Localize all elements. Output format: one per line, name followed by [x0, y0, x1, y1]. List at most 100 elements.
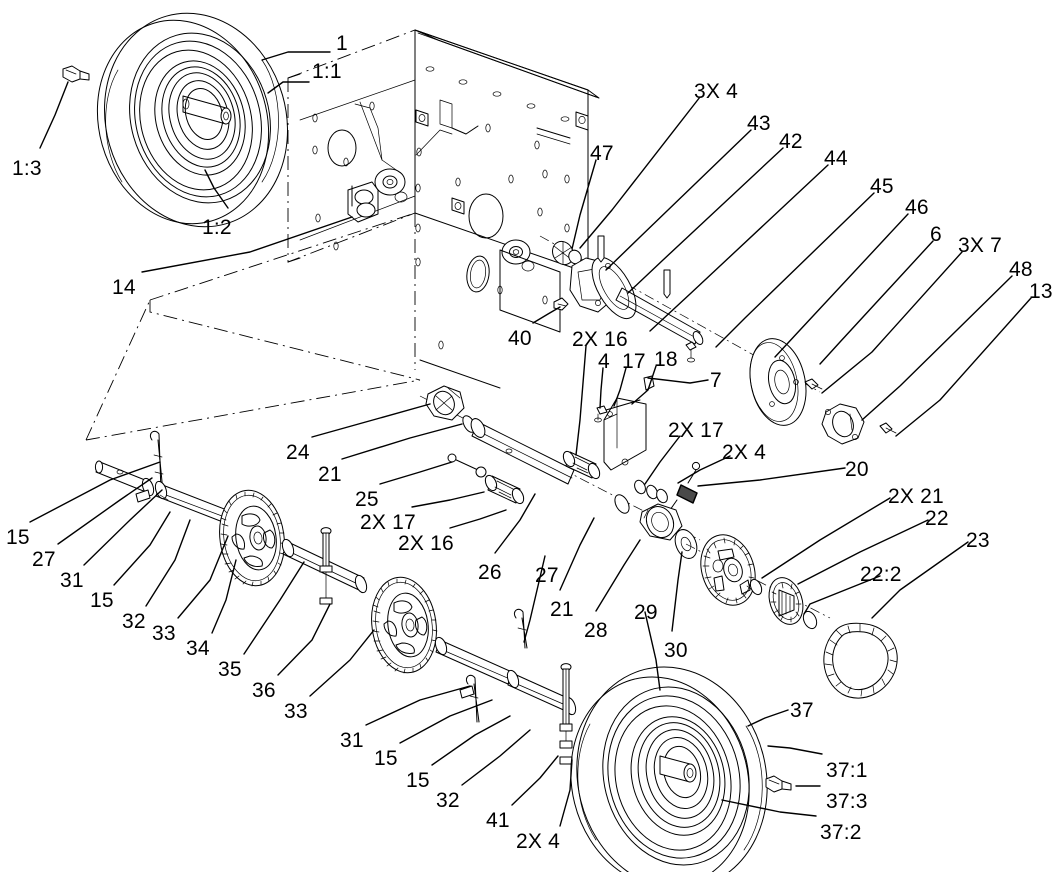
callout-label: 44 [824, 147, 848, 170]
callout-leader [649, 164, 829, 332]
callout-label: 31 [340, 729, 364, 752]
callout-leader [113, 511, 171, 586]
callout-leader [204, 169, 229, 209]
callout-label: 15 [374, 747, 398, 770]
bearing-28 [639, 503, 683, 541]
callout-label: 46 [905, 196, 929, 219]
callout-label: 25 [355, 488, 379, 511]
callout-label: 37 [790, 699, 814, 722]
drive-gear-33-left [219, 489, 286, 587]
callout-label: 37:1 [826, 759, 868, 782]
callout-leader [595, 539, 641, 612]
callout-leader [803, 575, 881, 615]
bolt-40 [553, 297, 569, 311]
callout-label: 15 [6, 526, 30, 549]
callout-leader [613, 367, 627, 407]
sprocket-22 [700, 534, 756, 606]
callout-label: 14 [112, 276, 136, 299]
callout-leader [644, 435, 681, 485]
callout-leader [494, 493, 536, 554]
callout-leader [341, 423, 463, 460]
callout-label: 6 [930, 223, 942, 246]
callout-label: 2X 17 [360, 511, 416, 534]
callout-label: 36 [252, 679, 276, 702]
callout-label: 7 [710, 369, 722, 392]
callout-leader [559, 517, 595, 591]
callout-label: 2X 21 [888, 485, 944, 508]
callout-label: 33 [284, 700, 308, 723]
callout-leader [797, 519, 929, 585]
callout-leader [243, 561, 305, 655]
callout-label: 45 [870, 175, 894, 198]
callout-label: 15 [90, 589, 114, 612]
bearing-flange-20 [821, 403, 865, 445]
callout-label: 41 [486, 809, 510, 832]
roller-chain-23 [823, 622, 898, 699]
callout-leader [774, 213, 909, 358]
callout-leader [29, 461, 161, 523]
lower-axle-gear-train [85, 299, 577, 765]
callout-leader-lines [29, 51, 1032, 827]
callout-leader [605, 129, 752, 271]
front-wheel-assembly [62, 12, 288, 228]
callout-leader [761, 497, 891, 579]
callout-leader [671, 551, 683, 632]
callout-label: 47 [590, 142, 614, 165]
callout-label: 22:2 [860, 563, 902, 586]
callout-label: 1 [336, 32, 348, 55]
pulley-46 [749, 338, 807, 426]
callout-label: 32 [122, 610, 146, 633]
callout-leader [579, 96, 701, 249]
callout-leader [575, 345, 587, 456]
sprocket-22-2 [768, 577, 804, 625]
callout-leader [39, 81, 69, 149]
callout-leader [461, 729, 531, 786]
callout-label: 22 [925, 507, 949, 530]
callout-leader [559, 759, 573, 827]
callout-leader [277, 603, 331, 676]
callout-leader [715, 192, 875, 348]
callout-leader [677, 455, 731, 484]
frame-housing [149, 29, 600, 389]
callout-leader [627, 147, 784, 294]
callout-label: 33 [152, 622, 176, 645]
callout-label: 40 [508, 327, 532, 350]
callout-leader [399, 699, 493, 744]
callout-leader [57, 477, 153, 545]
callout-label: 1:2 [202, 216, 232, 239]
bolt-29 [559, 663, 573, 765]
sprocket-and-chain-assembly [685, 534, 898, 699]
callout-leader [261, 51, 331, 61]
spring-25 [447, 453, 487, 478]
callout-label: 24 [286, 441, 310, 464]
callout-label: 2X 4 [722, 441, 766, 464]
callout-label: 21 [318, 463, 342, 486]
callout-leader [309, 629, 375, 697]
callout-label: 29 [634, 601, 658, 624]
callout-leader [747, 709, 789, 727]
callout-label: 27 [32, 548, 56, 571]
sleeve-2x16-left [484, 474, 525, 505]
callout-label: 23 [966, 529, 990, 552]
callout-leader [211, 559, 237, 634]
bearing-block-24 [425, 385, 465, 421]
rear-wheel-assembly-37 [570, 666, 792, 872]
callout-leader [644, 611, 661, 691]
hairpin-clip-right [465, 674, 480, 723]
bolt-3x-7 [804, 378, 823, 390]
callout-leader [647, 377, 709, 384]
callout-leader [365, 685, 471, 726]
callout-leader [697, 467, 846, 487]
callout-label: 1:1 [312, 60, 342, 83]
callout-leader [141, 216, 353, 273]
callout-leader [895, 297, 1032, 437]
callout-label: 32 [436, 789, 460, 812]
callout-label: 2X 4 [516, 830, 560, 853]
callout-leader [819, 240, 934, 365]
sleeve-2x16-center [562, 450, 601, 480]
callout-label: 17 [622, 350, 646, 373]
callout-leader [145, 519, 191, 607]
callout-leader [767, 745, 823, 755]
valve-stem-37-3 [765, 775, 792, 793]
